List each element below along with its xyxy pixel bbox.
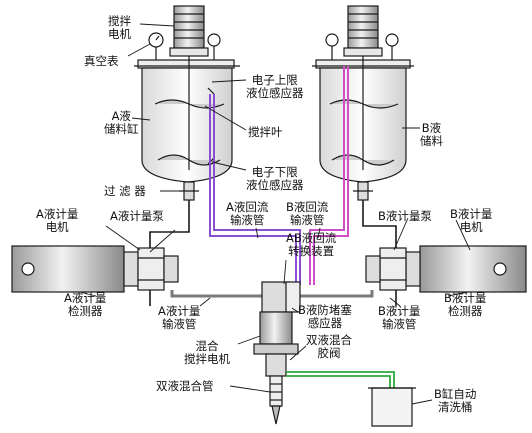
label-b-meter-motor-line2: 电机 [459, 220, 483, 234]
label-anti-plug-sensor-line1: B液防堵塞 [298, 303, 352, 317]
cleaning-system [286, 371, 416, 427]
label-b-tank-line2: 储料 [420, 134, 443, 148]
label-b-clean-tank-line1: B缸自动 [434, 387, 477, 401]
label-a-stir-motor-line2: 电机 [108, 27, 131, 41]
label-a-return-pipe-line1: A液回流 [226, 200, 269, 214]
label-a-stir-motor: 搅拌 电机 [108, 15, 131, 41]
label-mix-tube: 双液混合管 [156, 379, 214, 393]
b-meter-pump-icon [379, 247, 407, 291]
label-b-meter-detector-line2: 检测器 [447, 304, 483, 318]
a-meter-pump-icon [137, 247, 165, 291]
b-tank [312, 5, 414, 201]
label-b-meter-motor-line1: B液计量 [450, 207, 493, 221]
label-dual-valve-line1: 双液混合 [306, 333, 352, 347]
b-metering-unit [298, 200, 527, 306]
label-vacuum-gauge: 真空表 [84, 54, 119, 68]
label-b-meter-motor: B液计量 电机 [450, 208, 492, 234]
label-ab-switch: AB液回流 转换装置 [286, 232, 336, 258]
label-b-meter-detector: B液计量 检测器 [444, 292, 486, 318]
label-b-meter-detector-line1: B液计量 [444, 291, 487, 305]
clean-pipe-line [286, 371, 395, 390]
b-return-pipe-line [309, 66, 345, 285]
label-b-return-pipe-line2: 输液管 [289, 213, 325, 227]
label-a-meter-motor-line1: A液计量 [36, 207, 79, 221]
label-mix-motor-line2: 搅拌电机 [184, 352, 230, 366]
label-b-meter-pipe-line2: 输液管 [381, 317, 417, 331]
mixing-valve-assembly [253, 281, 301, 425]
label-a-meter-detector-line2: 检测器 [67, 304, 103, 318]
label-a-meter-pump: A液计量泵 [110, 209, 164, 223]
a-tank [134, 5, 240, 201]
label-b-return-pipe-line1: B液回流 [286, 200, 329, 214]
label-a-meter-motor-line2: 电机 [45, 220, 69, 234]
label-b-clean-tank: B缸自动 清洗桶 [434, 388, 476, 414]
dual-valve-icon [265, 353, 287, 377]
label-a-return-pipe: A液回流 输液管 [226, 201, 268, 227]
label-upper-sensor-line2: 液位感应器 [246, 86, 304, 100]
return-pipes [209, 66, 349, 285]
label-lower-sensor-line1: 电子下限 [251, 165, 298, 179]
label-lower-sensor-line2: 液位感应器 [246, 178, 304, 192]
label-a-meter-pipe-line1: A液计量 [158, 304, 201, 318]
label-b-clean-tank-line2: 清洗桶 [437, 400, 473, 414]
a-return-pipe-line [213, 94, 301, 285]
label-b-tank: B液 储料 [420, 122, 443, 148]
a-stir-motor-icon [173, 5, 205, 49]
label-a-meter-pipe: A液计量 输液管 [158, 305, 200, 331]
mix-tube-icon [269, 375, 283, 407]
mix-motor-icon [259, 311, 293, 345]
label-dual-valve: 双液混合 胶阀 [306, 334, 352, 360]
clean-bucket-icon [371, 387, 413, 427]
label-a-meter-detector-line1: A液计量 [64, 291, 107, 305]
label-a-tank-line2: 储料缸 [104, 122, 139, 136]
label-mix-motor: 混合 搅拌电机 [184, 340, 230, 366]
label-b-tank-line1: B液 [421, 121, 442, 135]
label-ab-switch-line1: AB液回流 [286, 231, 337, 245]
label-upper-sensor-line1: 电子上限 [251, 73, 298, 87]
label-lower-sensor: 电子下限 液位感应器 [246, 166, 304, 192]
label-filter: 过 滤 器 [104, 184, 146, 198]
label-a-meter-pipe-line2: 输液管 [161, 317, 197, 331]
label-anti-plug-sensor: B液防堵塞 感应器 [298, 304, 352, 330]
label-a-tank: A液 储料缸 [104, 110, 139, 136]
label-a-stir-motor-line1: 搅拌 [108, 14, 131, 28]
label-b-return-pipe: B液回流 输液管 [286, 201, 328, 227]
label-b-meter-pipe: B液计量 输液管 [378, 305, 420, 331]
label-b-meter-pump: B液计量泵 [378, 209, 432, 223]
label-a-meter-detector: A液计量 检测器 [64, 292, 106, 318]
label-a-return-pipe-line2: 输液管 [229, 213, 265, 227]
b-meter-motor-icon [419, 245, 527, 293]
label-anti-plug-sensor-line2: 感应器 [307, 316, 343, 330]
label-ab-switch-line2: 转换装置 [288, 244, 335, 258]
label-a-tank-line1: A液 [111, 109, 131, 123]
label-upper-sensor: 电子上限 液位感应器 [246, 74, 304, 100]
leader-lines [79, 23, 471, 405]
label-dual-valve-line2: 胶阀 [317, 346, 341, 360]
label-mixing-blade: 搅拌叶 [248, 125, 283, 139]
b-stir-motor-icon [347, 5, 379, 49]
label-mix-motor-line1: 混合 [195, 339, 219, 353]
label-b-meter-pipe-line1: B液计量 [378, 304, 421, 318]
a-metering-unit [11, 200, 270, 306]
label-a-meter-motor: A液计量 电机 [36, 208, 78, 234]
